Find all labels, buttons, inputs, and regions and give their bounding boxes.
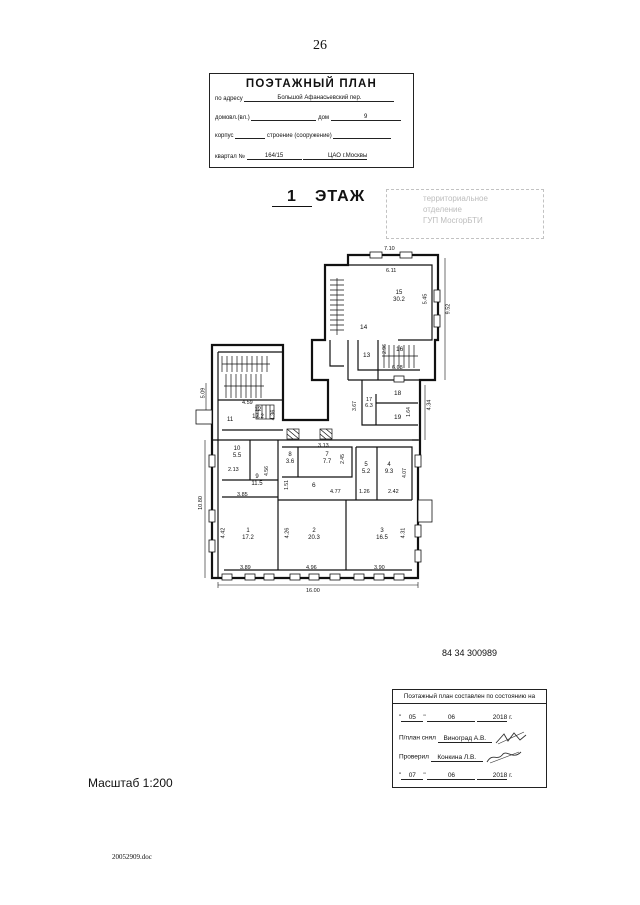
- date2-year: 2018: [477, 772, 508, 780]
- dom-label: дом: [318, 115, 330, 121]
- address-label: по адресу: [215, 96, 243, 102]
- signoff-box: Поэтажный план составлен по состоянию на…: [392, 689, 547, 788]
- floor-label: ЭТАЖ: [315, 188, 366, 205]
- dim-label: 9.52: [445, 303, 452, 315]
- dim-label: 2.42: [388, 489, 399, 495]
- dim-label: 10.80: [197, 496, 204, 510]
- dim-label: 2.13: [228, 467, 239, 473]
- dim-label: 4.59: [242, 400, 253, 406]
- dim-label: 3.67: [351, 401, 358, 411]
- dim-label: 4.56: [263, 466, 270, 476]
- dim-label: 4.36: [270, 409, 277, 421]
- dim-label: 5.09: [200, 387, 207, 399]
- domovl-label: домовл.(вл.): [215, 115, 250, 121]
- dim-label: 4.77: [330, 489, 341, 495]
- room-16-label: 16: [396, 346, 404, 353]
- dim-label: 5.45: [422, 293, 429, 305]
- dim-label: 3.85: [237, 492, 248, 498]
- date2-day: 07: [401, 772, 424, 780]
- room-13-label: 13: [363, 352, 371, 359]
- stamp-title: ПОЭТАЖНЫЙ ПЛАН: [245, 78, 378, 90]
- floor-number: 1: [272, 188, 312, 207]
- drawn-label: П/план снял: [399, 734, 436, 742]
- floor-plan-stamp: ПОЭТАЖНЫЙ ПЛАН по адресу Большой Афанась…: [209, 73, 414, 168]
- signature-drawn: [495, 731, 526, 745]
- dim-label: 4.34: [426, 399, 433, 411]
- date1-day: 05: [401, 714, 424, 722]
- scale-label: Масштаб 1:200: [88, 776, 173, 790]
- dom-value: 9: [330, 114, 401, 121]
- dim-label: 4.26: [284, 527, 291, 539]
- dim-label: 6.11: [386, 268, 397, 274]
- page-number: 26: [313, 38, 327, 53]
- dim-label: 4.07: [401, 468, 408, 478]
- room-19-label: 19: [394, 414, 402, 421]
- room-6-label: 6: [312, 482, 316, 489]
- korpus-label: корпус: [215, 133, 234, 139]
- signoff-header: Поэтажный план составлен по состоянию на: [393, 690, 546, 704]
- dim-label: 1.51: [283, 480, 290, 490]
- room-11-label: 11: [227, 417, 234, 423]
- dim-label: 4.31: [400, 527, 407, 539]
- dim-label: 4.96: [306, 565, 317, 571]
- dim-label: 3.89: [240, 565, 251, 571]
- dim-label: 2.45: [339, 454, 346, 464]
- room-14-label: 14: [360, 324, 368, 331]
- inventory-number: 84 34 300989: [442, 648, 498, 658]
- dim-label: 3.13: [318, 443, 329, 449]
- dim-label: 16.00: [306, 588, 320, 594]
- date1-year: 2018: [477, 714, 508, 722]
- dim-label: 7.10: [384, 246, 395, 252]
- footer-filename: 20052909.doc: [112, 853, 152, 861]
- checked-label: Проверил: [399, 753, 429, 761]
- dim-label: 6.08: [392, 365, 403, 371]
- dim-label: 1.26: [359, 489, 370, 495]
- date1-month: 06: [427, 714, 476, 722]
- faded-bti-stamp: территориальное отделение ГУП МосгорБТИ: [386, 189, 544, 239]
- kvartal-label: квартал №: [215, 154, 245, 160]
- room-18-label: 18: [394, 390, 402, 397]
- dim-label: 4.42: [220, 527, 227, 539]
- dim-label: 2.96: [381, 344, 388, 354]
- dim-label: 3.90: [374, 565, 385, 571]
- dim-label: 1.64: [405, 407, 412, 417]
- drawn-name: Виноград А.В.: [437, 735, 492, 743]
- district-value: ЦАО г.Москвы: [303, 153, 368, 160]
- checked-name: Конкина Л.В.: [430, 754, 483, 762]
- kvartal-value: 164/15: [246, 153, 302, 160]
- signature-checked: [486, 751, 521, 764]
- stroenie-label: строение (сооружение): [266, 133, 332, 139]
- date2-month: 06: [427, 772, 476, 780]
- address-value: Большой Афанасьевский пер.: [244, 95, 395, 102]
